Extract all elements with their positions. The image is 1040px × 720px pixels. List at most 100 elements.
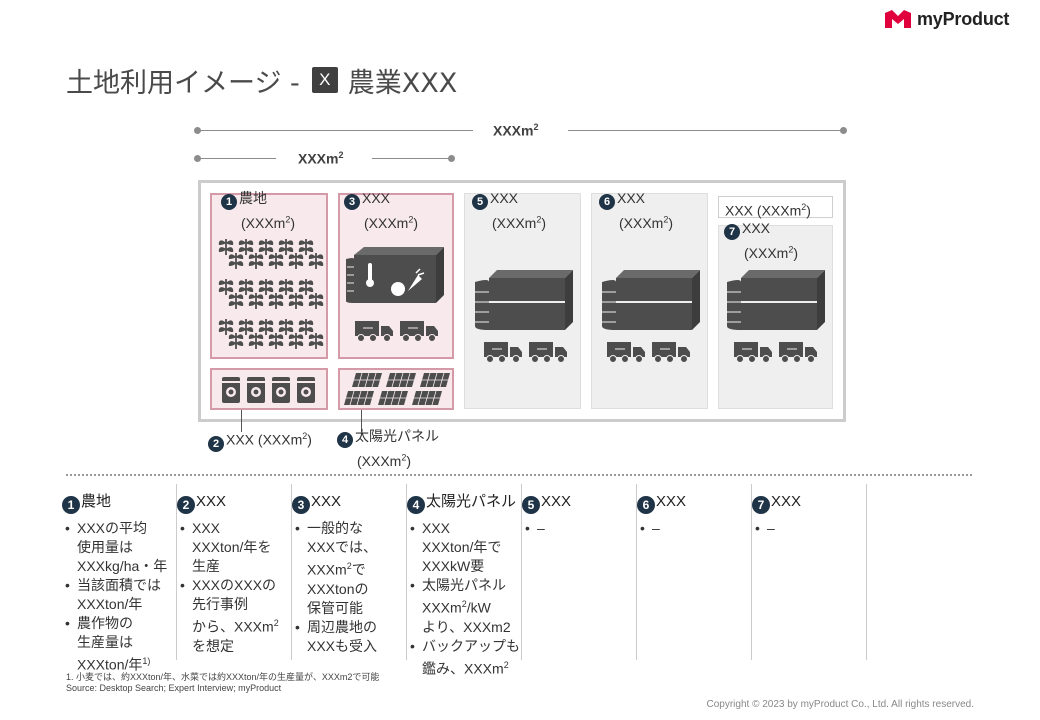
detail-column: 1農地 XXXの平均 使用量は XXXkg/ha・年当該面積では XXXton/年… (62, 484, 177, 673)
dimension-endpoint (840, 127, 847, 134)
dimension-line (198, 130, 473, 131)
dimension-line (568, 130, 843, 131)
bullet-item: XXXのXXXの 先行事例 から、XXXm2 を想定 (177, 576, 291, 656)
bullet-item: 周辺農地の XXXも受入 (292, 618, 406, 656)
bullet-list: XXX XXXton/年で XXXkW要太陽光パネル XXXm2/kW より、X… (407, 519, 521, 678)
leader-line (361, 410, 362, 432)
warehouse-icon (602, 270, 700, 330)
brand-mark-icon (885, 10, 911, 28)
bullet-item: – (637, 519, 751, 538)
dimension-line (372, 158, 452, 159)
plot-storage-bins (210, 368, 328, 410)
dimension-total-label: XXXm2 (493, 122, 539, 139)
bullet-item: 太陽光パネル XXXm2/kW より、XXXm2 (407, 576, 521, 637)
crop-icon-grid (217, 238, 324, 350)
solar-panel-icons (344, 373, 451, 406)
bullet-list: – (522, 519, 636, 538)
bullet-list: 一般的な XXXでは、 XXXm2で XXXtonの 保管可能周辺農地の XXX… (292, 519, 406, 656)
plot-5 (464, 193, 581, 409)
dimension-endpoint (194, 127, 201, 134)
cold-storage-icon (346, 247, 444, 303)
brand-name: myProduct (917, 8, 1010, 29)
detail-column-title: 太陽光パネル (426, 493, 517, 510)
detail-column-title: XXX (771, 493, 802, 510)
bin-icons (222, 377, 315, 403)
detail-column-title: XXX (541, 493, 572, 510)
warehouse-icon (727, 270, 825, 330)
bullet-item: バックアップも 鑑み、XXXm2 (407, 637, 521, 679)
number-badge: 7 (752, 496, 770, 514)
plot-6 (591, 193, 708, 409)
section-divider (66, 474, 972, 476)
bullet-item: 当該面積では XXXton/年 (62, 576, 176, 614)
footnote: 1. 小麦では、約XXXton/年、水菜では約XXXton/年の生産量が、XXX… (66, 672, 379, 694)
number-badge: 5 (522, 496, 540, 514)
bullet-item: XXX XXXton/年で XXXkW要 (407, 519, 521, 576)
plot-7 (718, 225, 833, 409)
plot-farmland (210, 193, 328, 359)
bullet-list: – (637, 519, 751, 538)
copyright: Copyright © 2023 by myProduct Co., Ltd. … (706, 699, 975, 710)
truck-icons (354, 321, 439, 342)
number-badge: 3 (292, 496, 310, 514)
bullet-item: XXX XXXton/年を 生産 (177, 519, 291, 576)
page-title: 土地利用イメージ - X 農業XXX (66, 62, 458, 99)
bullet-list: XXXの平均 使用量は XXXkg/ha・年当該面積では XXXton/年農作物… (62, 519, 176, 675)
bullet-list: – (752, 519, 866, 538)
bullet-list: XXX XXXton/年を 生産XXXのXXXの 先行事例 から、XXXm2 を… (177, 519, 291, 656)
bullet-item: – (752, 519, 866, 538)
number-badge: 4 (407, 496, 425, 514)
bullet-item: 農作物の 生産量は XXXton/年1) (62, 614, 176, 675)
detail-column-title: XXX (311, 493, 342, 510)
leader-line (241, 410, 242, 432)
warehouse-icon (475, 270, 573, 330)
bullet-item: – (522, 519, 636, 538)
footnote-line: 1. 小麦では、約XXXton/年、水菜では約XXXton/年の生産量が、XXX… (66, 672, 380, 682)
title-main: 土地利用イメージ - (66, 67, 300, 99)
plot-cold-storage (338, 193, 454, 359)
dimension-partial-label: XXXm2 (298, 150, 344, 167)
bullet-item: 一般的な XXXでは、 XXXm2で XXXtonの 保管可能 (292, 519, 406, 618)
plot-7-total-label: XXX (XXXm2) (725, 202, 811, 219)
number-badge: 1 (62, 496, 80, 514)
truck-icons (606, 342, 691, 363)
plot-7-total-box: XXX (XXXm2) (718, 196, 833, 219)
number-badge: 6 (637, 496, 655, 514)
dimension-endpoint (194, 155, 201, 162)
title-sub: 農業XXX (347, 67, 458, 99)
dimension-endpoint (448, 155, 455, 162)
source-line: Source: Desktop Search; Expert Interview… (66, 683, 282, 693)
plot-solar-panels (338, 368, 454, 410)
truck-icons (733, 342, 818, 363)
number-badge: 2 (177, 496, 195, 514)
truck-icons (483, 342, 568, 363)
dimension-line (198, 158, 276, 159)
bullet-item: XXXの平均 使用量は XXXkg/ha・年 (62, 519, 176, 576)
detail-column-title: 農地 (81, 493, 112, 510)
brand-logo: myProduct (884, 8, 1009, 30)
title-badge: X (311, 67, 338, 93)
detail-column-title: XXX (656, 493, 687, 510)
detail-column-title: XXX (196, 493, 227, 510)
